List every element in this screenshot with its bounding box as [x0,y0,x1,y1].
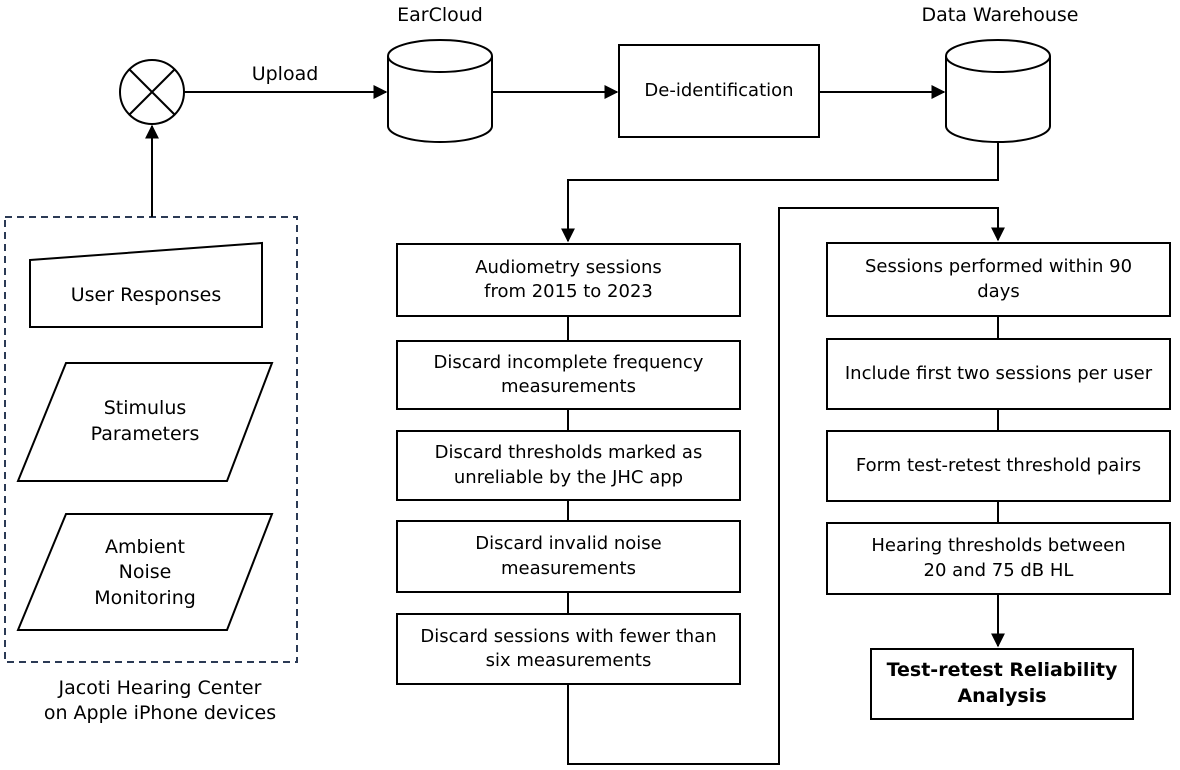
warehouse-to-left-column-arrow [561,142,999,243]
left-step-4-box: Discard invalid noise measurements [396,520,741,593]
upload-label: Upload [251,63,319,85]
device-group-caption: Jacoti Hearing Center on Apple iPhone de… [43,677,277,724]
summing-junction-icon [119,59,185,125]
data-warehouse-database-icon [945,39,1051,143]
user-responses-shape [29,241,263,328]
user-responses-label: User Responses [70,284,222,307]
left-step-5-box: Discard sessions with fewer than six mea… [396,613,741,685]
earcloud-database-icon [387,39,493,143]
final-analysis-box: Test-retest Reliability Analysis [870,648,1134,720]
earcloud-title: EarCloud [397,4,483,26]
data-warehouse-title: Data Warehouse [921,4,1079,26]
right-step-4-box: Hearing thresholds between 20 and 75 dB … [826,522,1171,595]
right-step-2-box: Include first two sessions per user [826,338,1171,410]
ambient-noise-shape [16,513,274,631]
left-step-2-box: Discard incomplete frequency measurement… [396,340,741,410]
left-step-3-box: Discard thresholds marked as unreliable … [396,430,741,501]
left-step-1-box: Audiometry sessions from 2015 to 2023 [396,243,741,317]
stimulus-parameters-shape [16,362,274,482]
right-step-1-box: Sessions performed within 90 days [826,242,1171,317]
left-to-right-column-arrow [567,207,1005,765]
deidentification-box: De-identification [618,44,820,138]
right-step-3-box: Form test-retest threshold pairs [826,430,1171,502]
ambient-noise-label: Ambient Noise Monitoring [94,535,196,609]
stimulus-parameters-label: Stimulus Parameters [90,397,200,445]
